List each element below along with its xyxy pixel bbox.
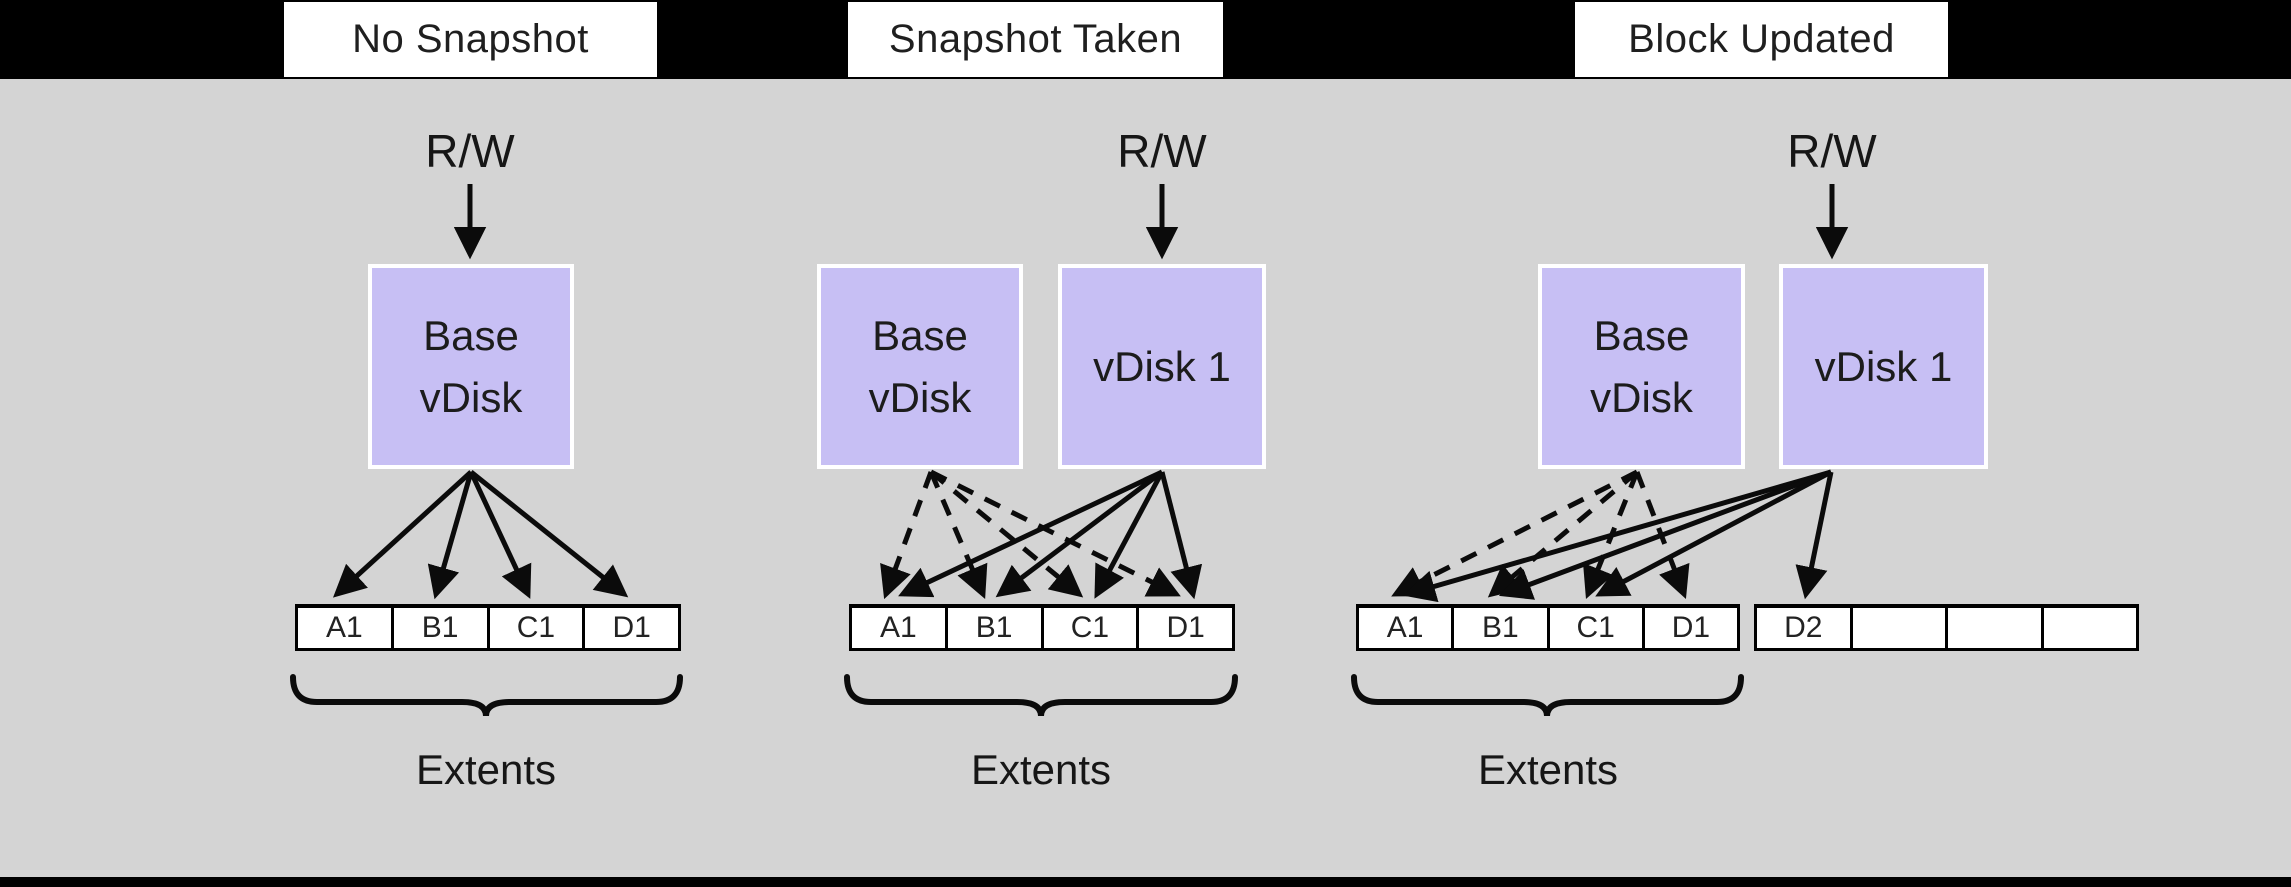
vdisk-label-line: vDisk 1 xyxy=(1814,342,1953,390)
vdisk-label-line: Base xyxy=(423,311,519,359)
panel3-solid-links xyxy=(1402,469,1834,603)
base-vdisk-box-panel1: Base vDisk xyxy=(368,264,574,469)
title-no-snapshot: No Snapshot xyxy=(284,2,657,77)
extent-row-panel3-right: D2 xyxy=(1754,604,2139,651)
rw-label-panel1: R/W xyxy=(425,125,515,177)
extent-cell: C1 xyxy=(490,608,586,648)
base-vdisk-box-panel3: Base vDisk xyxy=(1538,264,1745,469)
extents-label-panel3: Extents xyxy=(1477,746,1619,793)
rw-label-panel2: R/W xyxy=(1117,125,1207,177)
vdisk1-box-panel2: vDisk 1 xyxy=(1058,264,1266,469)
extent-cell: A1 xyxy=(852,608,948,648)
extent-cell: B1 xyxy=(948,608,1044,648)
extent-cell: A1 xyxy=(298,608,394,648)
vdisk-label-line: vDisk xyxy=(419,373,523,421)
extent-braces xyxy=(290,674,1744,717)
brace-panel3 xyxy=(1351,674,1744,717)
title-snapshot-taken: Snapshot Taken xyxy=(848,2,1223,77)
brace-panel2 xyxy=(844,674,1238,717)
extent-row-panel1: A1 B1 C1 D1 xyxy=(295,604,681,651)
extent-cell: A1 xyxy=(1359,608,1455,648)
rw-label-panel3: R/W xyxy=(1787,125,1877,177)
panel3-dashed-links xyxy=(1391,469,1690,600)
brace-panel1 xyxy=(290,674,683,717)
extent-cell: B1 xyxy=(1454,608,1550,648)
extent-cell: D1 xyxy=(1166,611,1205,644)
vdisk1-box-panel3: vDisk 1 xyxy=(1779,264,1988,469)
vdisk-label-line: vDisk xyxy=(1590,373,1693,421)
extent-row-panel3-left: A1 B1 C1 D1 xyxy=(1356,604,1740,651)
extent-cell: D2 xyxy=(1757,608,1853,648)
title-label: Block Updated xyxy=(1628,17,1895,61)
panel1-solid-links xyxy=(332,470,629,600)
vdisk-label-line: Base xyxy=(1593,311,1690,359)
panel2-solid-links xyxy=(898,469,1203,600)
title-block-updated: Block Updated xyxy=(1575,2,1948,77)
base-vdisk-box-panel2: Base vDisk xyxy=(817,264,1023,469)
panel2-dashed-links xyxy=(880,469,1181,600)
vdisk-label-line: Base xyxy=(872,311,968,359)
extent-cell: C1 xyxy=(1044,608,1140,648)
extents-label-panel1: Extents xyxy=(415,746,557,793)
extent-cell xyxy=(2044,608,2137,648)
vdisk-label-line: vDisk 1 xyxy=(1093,342,1231,390)
extent-cell: D1 xyxy=(612,611,651,644)
extents-label-panel2: Extents xyxy=(970,746,1112,793)
extent-cell: B1 xyxy=(394,608,490,648)
extent-cell xyxy=(1853,608,1948,648)
extent-cell: C1 xyxy=(1550,608,1645,648)
title-label: No Snapshot xyxy=(352,17,589,61)
vdisk-label-line: vDisk xyxy=(868,373,972,421)
bottom-bar xyxy=(0,877,2291,887)
extent-cell xyxy=(1948,608,2044,648)
title-label: Snapshot Taken xyxy=(888,17,1183,61)
extent-row-panel2: A1 B1 C1 D1 xyxy=(849,604,1235,651)
extent-cell: D1 xyxy=(1671,611,1711,644)
